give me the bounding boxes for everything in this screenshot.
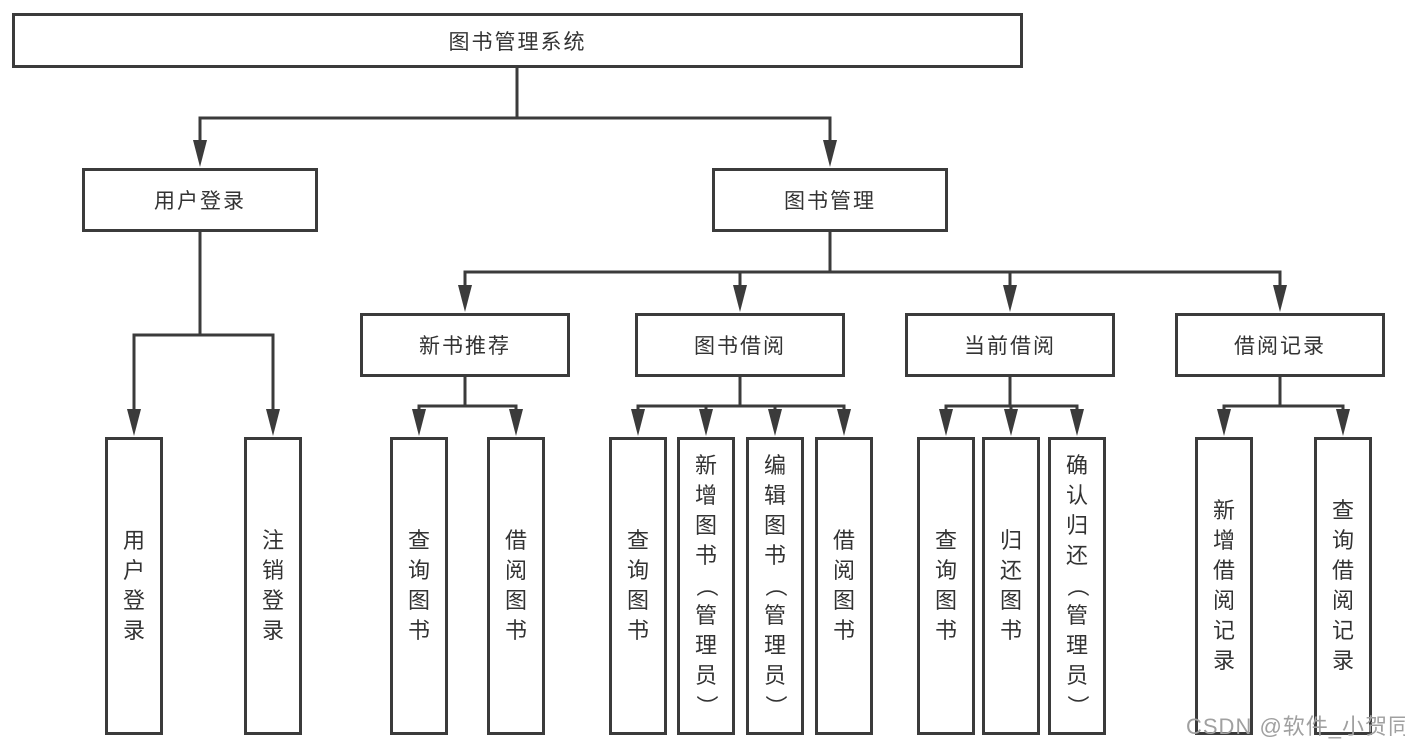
- node-label: 查询借阅记录: [1331, 498, 1354, 673]
- arrowhead: [1273, 285, 1287, 312]
- node-leaf-user-login: 用户登录: [105, 437, 163, 735]
- node-leaf-borrow-query-books: 查询图书: [609, 437, 667, 735]
- arrowhead: [1004, 409, 1018, 436]
- node-label: 确认归还（管理员）: [1064, 453, 1090, 718]
- node-label: 当前借阅: [964, 335, 1056, 358]
- arrowhead: [509, 409, 523, 436]
- arrowhead: [266, 409, 280, 436]
- connector-user-login-subtree: [132, 230, 275, 424]
- node-label: 归还图书: [999, 528, 1022, 643]
- node-label: 图书管理: [784, 190, 876, 213]
- arrowhead: [733, 285, 747, 312]
- node-new-book-recommend: 新书推荐: [360, 313, 570, 377]
- node-leaf-current-confirm-return: 确认归还（管理员）: [1048, 437, 1106, 735]
- node-leaf-borrow-borrow-books: 借阅图书: [815, 437, 873, 735]
- arrowhead: [837, 409, 851, 436]
- connector-borrow-records-subtree: [1222, 375, 1345, 424]
- node-leaf-records-query-record: 查询借阅记录: [1314, 437, 1372, 735]
- node-label: 查询图书: [407, 528, 430, 643]
- node-book-borrow: 图书借阅: [635, 313, 845, 377]
- connector-root-to-level2: [198, 66, 832, 154]
- arrowhead: [939, 409, 953, 436]
- node-leaf-logout: 注销登录: [244, 437, 302, 735]
- csdn-watermark: CSDN @软件_小贺同学: [1186, 714, 1405, 739]
- node-leaf-current-return-books: 归还图书: [982, 437, 1040, 735]
- arrowhead: [458, 285, 472, 312]
- node-label: 用户登录: [154, 190, 246, 213]
- node-borrow-records: 借阅记录: [1175, 313, 1385, 377]
- node-label: 新增借阅记录: [1212, 498, 1235, 673]
- node-leaf-records-add-record: 新增借阅记录: [1195, 437, 1253, 735]
- arrowhead: [127, 409, 141, 436]
- node-leaf-current-query-books: 查询图书: [917, 437, 975, 735]
- node-label: 新增图书（管理员）: [693, 453, 719, 718]
- arrowhead: [823, 140, 837, 167]
- arrowhead: [1217, 409, 1231, 436]
- node-label: 编辑图书（管理员）: [762, 453, 788, 718]
- node-leaf-recommend-borrow-books: 借阅图书: [487, 437, 545, 735]
- connector-book-borrow-subtree: [636, 375, 846, 424]
- node-label: 图书管理系统: [448, 30, 587, 54]
- node-label: 注销登录: [261, 528, 284, 643]
- arrowhead: [412, 409, 426, 436]
- arrowheads: [127, 140, 1350, 436]
- node-label: 借阅图书: [504, 528, 527, 643]
- node-library-management-system: 图书管理系统: [12, 13, 1023, 68]
- connector-book-management-to-level3: [463, 230, 1282, 299]
- node-book-management: 图书管理: [712, 168, 948, 232]
- arrowhead: [768, 409, 782, 436]
- node-label: 借阅记录: [1234, 335, 1326, 358]
- arrowhead: [699, 409, 713, 436]
- connector-edges: [132, 66, 1345, 424]
- node-label: 图书借阅: [694, 335, 786, 358]
- node-label: 新书推荐: [419, 335, 511, 358]
- arrowhead: [193, 140, 207, 167]
- node-label: 查询图书: [934, 528, 957, 643]
- node-current-borrow: 当前借阅: [905, 313, 1115, 377]
- connector-new-book-recommend-subtree: [417, 375, 518, 424]
- node-label: 借阅图书: [832, 528, 855, 643]
- node-label: 查询图书: [626, 528, 649, 643]
- node-leaf-borrow-edit-books: 编辑图书（管理员）: [746, 437, 804, 735]
- node-leaf-recommend-query-books: 查询图书: [390, 437, 448, 735]
- arrowhead: [1003, 285, 1017, 312]
- arrowhead: [1070, 409, 1084, 436]
- node-leaf-borrow-add-books: 新增图书（管理员）: [677, 437, 735, 735]
- arrowhead: [1336, 409, 1350, 436]
- node-user-login: 用户登录: [82, 168, 318, 232]
- arrowhead: [631, 409, 645, 436]
- node-label: 用户登录: [122, 528, 145, 643]
